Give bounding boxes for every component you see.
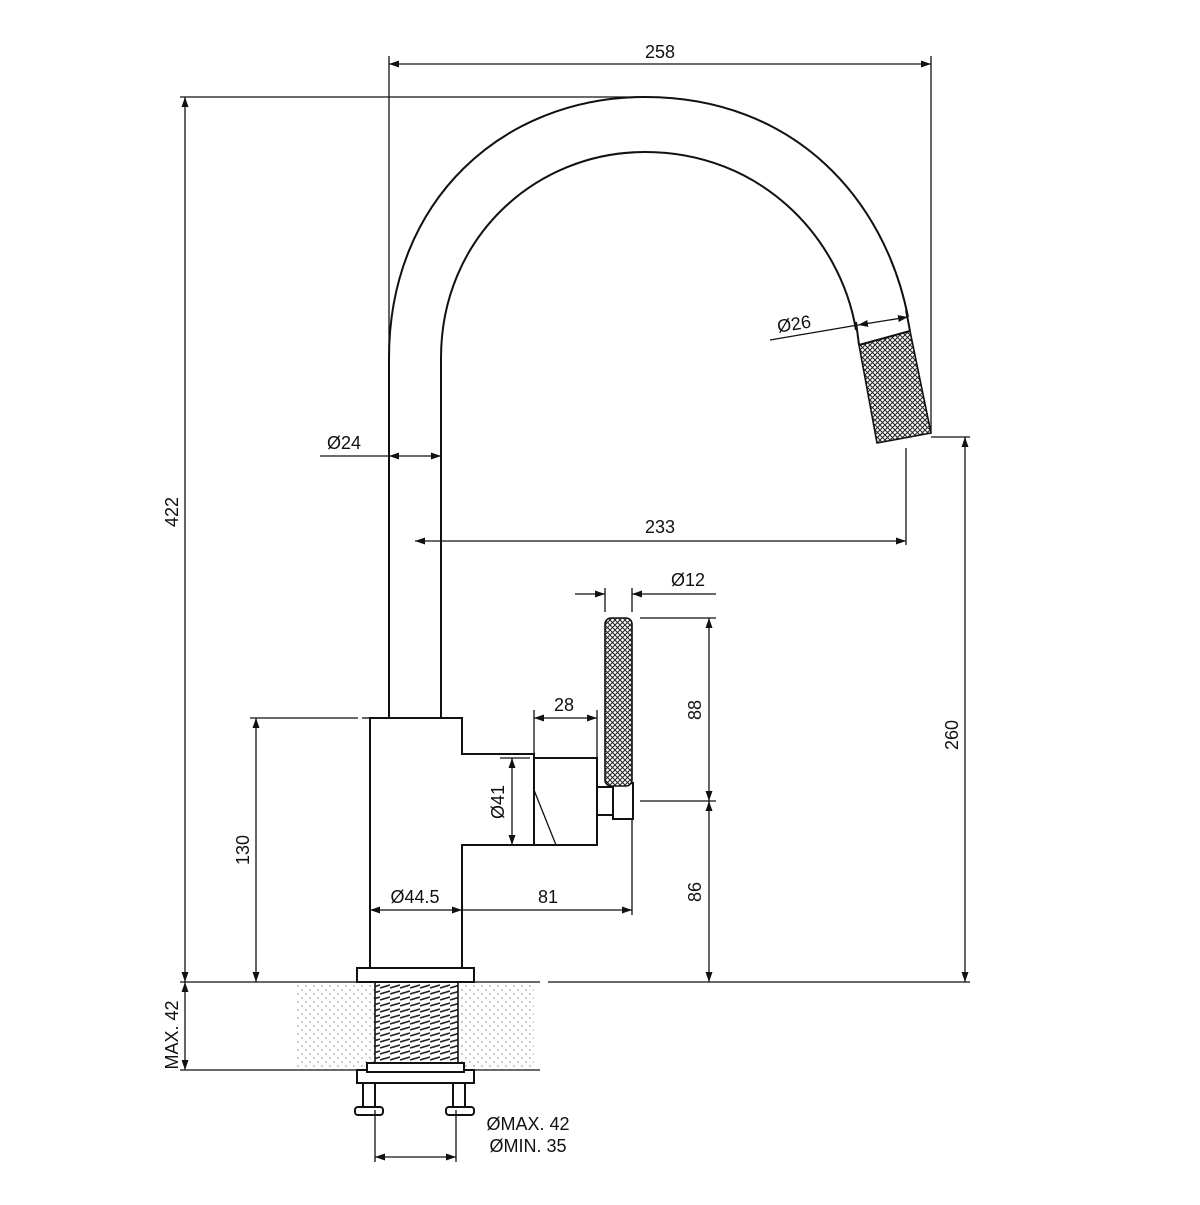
label-spout-reach: 233 <box>645 517 675 537</box>
label-aerator-diameter: Ø26 <box>776 312 813 337</box>
label-handle-height: 86 <box>685 882 705 902</box>
label-handle-offset: 81 <box>538 887 558 907</box>
extension-lines <box>180 56 970 1162</box>
label-hole-min: ØMIN. 35 <box>489 1136 566 1156</box>
countertop-section <box>180 981 970 1071</box>
mounting-shank <box>354 967 475 1116</box>
label-body-height: 130 <box>233 835 253 865</box>
label-hole-max: ØMAX. 42 <box>486 1114 569 1134</box>
label-deck-thickness: MAX. 42 <box>162 1000 182 1069</box>
label-lever-hub-diameter: Ø41 <box>488 785 508 819</box>
faucet-body <box>369 717 535 969</box>
spout <box>388 95 932 718</box>
label-overall-width: 258 <box>645 42 675 62</box>
label-lever-hub-width: 28 <box>554 695 574 715</box>
lever-handle <box>533 617 634 846</box>
label-handle-diameter: Ø12 <box>671 570 705 590</box>
label-overall-height: 422 <box>162 497 182 527</box>
label-spout-height: 260 <box>942 720 962 750</box>
label-spout-diameter: Ø24 <box>327 433 361 453</box>
label-handle-length: 88 <box>685 700 705 720</box>
dimension-lines <box>181 60 969 1161</box>
label-body-diameter: Ø44.5 <box>390 887 439 907</box>
